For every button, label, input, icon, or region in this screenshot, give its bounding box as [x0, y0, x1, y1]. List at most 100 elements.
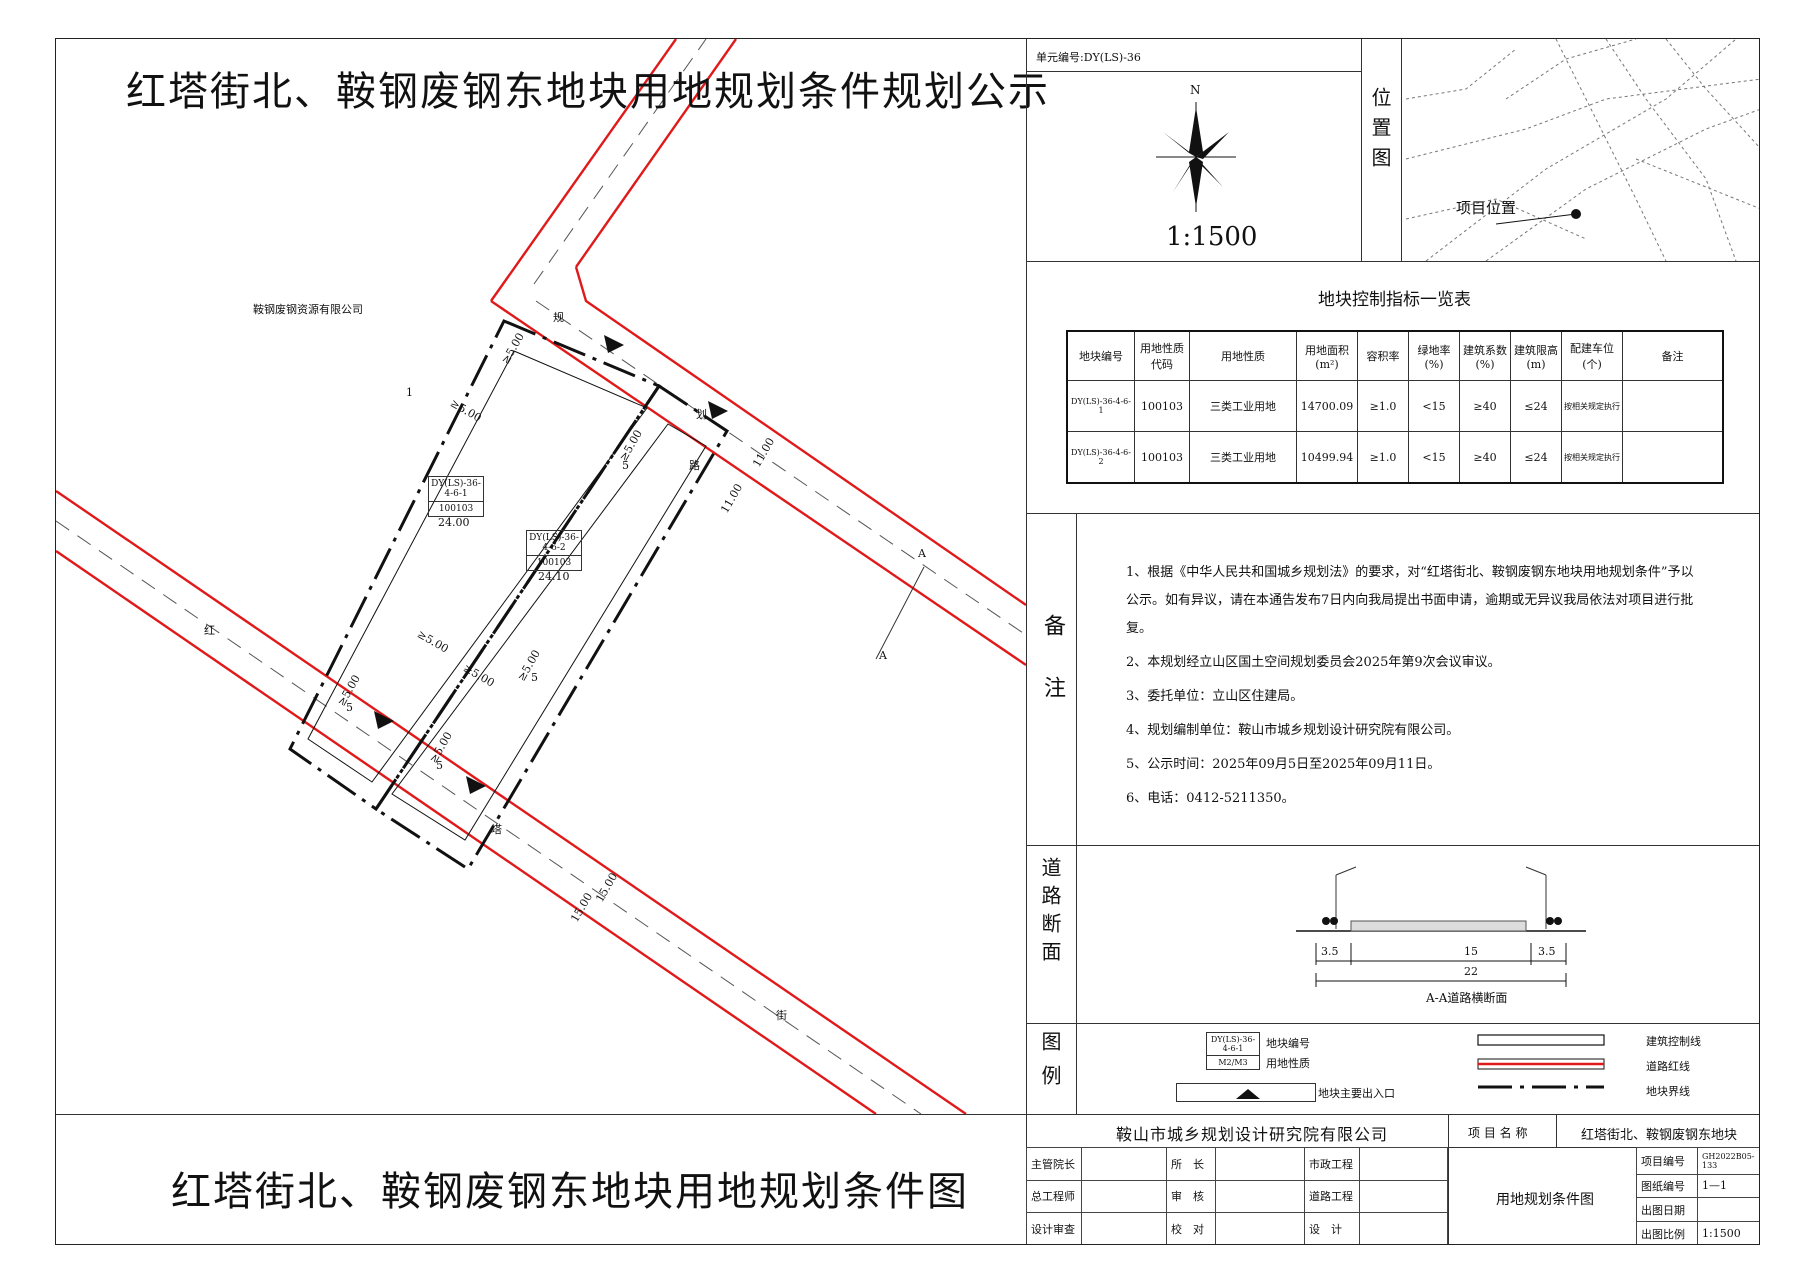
notes-label: 备注: [1040, 614, 1065, 738]
tb-project-label: 项 目 名 称: [1468, 1126, 1528, 1140]
tb-blank: [1359, 1212, 1448, 1244]
note-item: 4、规划编制单位：鞍山市城乡规划设计研究院有限公司。: [1126, 723, 1460, 738]
tb-role: 校 对: [1166, 1212, 1216, 1244]
plot-1-label: DY(LS)-36-4-6-1 100103: [428, 476, 484, 517]
plot-2-use: 100103: [536, 558, 572, 568]
unit-code: 单元编号:DY(LS)-36: [1036, 51, 1141, 64]
legend-plot-code: 地块编号: [1266, 1037, 1310, 1050]
section-a-a-line: [875, 566, 925, 660]
tb-info-key: 出图日期: [1636, 1197, 1698, 1223]
gui-road-red-line-east-north: [575, 39, 737, 268]
cell-use-code: 100103: [1134, 431, 1190, 484]
divider-table: [1026, 513, 1759, 514]
indicator-table: 地块编号 用地性质代码 用地性质 用地面积(m²) 容积率 绿地率(%) 建筑系…: [1066, 330, 1724, 484]
setback-s-7: 5: [346, 701, 353, 714]
section-width-side-1: 3.5: [1321, 945, 1339, 958]
entrance-arrow-2: [708, 401, 728, 419]
th-plot-code: 地块编号: [1066, 330, 1135, 381]
divider-section: [1026, 1023, 1759, 1024]
gui-road-char-2: 划: [696, 408, 707, 421]
section-caption: A-A道路横断面: [1426, 991, 1508, 1005]
road-section-label: 道路断面: [1038, 857, 1062, 969]
cell-coverage: ≥40: [1459, 431, 1511, 484]
section-width-side-2: 3.5: [1538, 945, 1556, 958]
tb-role: 道路工程: [1304, 1179, 1360, 1214]
legend-red-line: 道路红线: [1646, 1060, 1690, 1073]
legend-entrance: 地块主要出入口: [1318, 1087, 1395, 1100]
tb-role: 审 核: [1166, 1179, 1216, 1214]
entrance-arrow-3: [374, 711, 394, 729]
site-plan-map: [56, 39, 1026, 1114]
plot-2-build-line: [391, 423, 707, 841]
tb-blank: [1215, 1147, 1305, 1181]
cell-plot-code: DY(LS)-36-4-6-2: [1066, 431, 1135, 484]
note-item: 6、电话：0412-5211350。: [1126, 791, 1295, 806]
plot-2-label: DY(LS)-36-4-6-2 100103: [526, 530, 582, 571]
gui-road-red-line-south: [490, 300, 1026, 666]
cell-green: <15: [1408, 431, 1460, 484]
tb-project-name: 红塔街北、鞍钢废钢东地块: [1581, 1128, 1738, 1143]
tb-info-key: 图纸编号: [1636, 1173, 1698, 1199]
tb-info-val: [1697, 1197, 1759, 1223]
th-parking: 配建车位(个): [1561, 330, 1623, 381]
divider-location-2: [1401, 39, 1402, 261]
tb-info-key: 出图比例: [1636, 1221, 1698, 1244]
legend-sample-box: DY(LS)-36-4-6-1 M2/M3: [1206, 1032, 1260, 1070]
cell-parking: 按相关规定执行: [1561, 431, 1623, 484]
th-height: 建筑限高(m): [1510, 330, 1562, 381]
plot-1-build-line: [307, 350, 648, 783]
tb-org: 鞍山市城乡规划设计研究院有限公司: [1116, 1125, 1389, 1144]
legend-boundary: 地块界线: [1646, 1085, 1690, 1098]
location-map-label: 位置图: [1368, 87, 1392, 177]
drawing-title: 红塔街北、鞍钢废钢东地块用地规划条件图: [171, 1169, 969, 1215]
plot-2-height: 24.10: [538, 570, 570, 583]
tb-info-key: 项目编号: [1636, 1147, 1698, 1175]
location-marker-label: 项目位置: [1456, 199, 1517, 217]
divider-unit: [1026, 71, 1361, 72]
tb-role: 市政工程: [1304, 1147, 1360, 1181]
setback-s-6: 5: [531, 671, 538, 684]
tb-info-val: 1—1: [1697, 1173, 1759, 1199]
tb-divider-v2: [1556, 1114, 1557, 1147]
cell-coverage: ≥40: [1459, 380, 1511, 432]
cell-remark: [1622, 380, 1724, 432]
legend-line-samples: [1477, 1034, 1605, 1089]
tb-role: 所 长: [1166, 1147, 1216, 1181]
tb-info-val: GH2022B05-133: [1697, 1147, 1759, 1175]
gui-road-red-line-east: [574, 266, 1026, 606]
hongta-road-char-2: 塔: [491, 823, 502, 836]
table-header-row: 地块编号 用地性质代码 用地性质 用地面积(m²) 容积率 绿地率(%) 建筑系…: [1066, 330, 1724, 381]
dim-1-label: 1: [406, 386, 413, 399]
tb-blank: [1081, 1147, 1167, 1181]
legend-sample-use: M2/M3: [1218, 1058, 1248, 1067]
tb-drawing-name: 用地规划条件图: [1496, 1192, 1594, 1208]
section-width-total: 22: [1464, 965, 1478, 978]
cell-area: 10499.94: [1296, 431, 1358, 484]
cell-green: <15: [1408, 380, 1460, 432]
indicator-table-title: 地块控制指标一览表: [1318, 290, 1471, 310]
hongta-road-red-line-north: [56, 490, 967, 1114]
th-use-code: 用地性质代码: [1134, 330, 1190, 381]
note-item: 3、委托单位：立山区住建局。: [1126, 689, 1304, 704]
entrance-arrow-4: [466, 776, 486, 794]
cell-use-type: 三类工业用地: [1189, 431, 1297, 484]
cell-parking: 按相关规定执行: [1561, 380, 1623, 432]
cell-use-code: 100103: [1134, 380, 1190, 432]
th-use-type: 用地性质: [1189, 330, 1297, 381]
gui-road-red-line-west: [490, 39, 677, 302]
table-row: DY(LS)-36-4-6-2 100103 三类工业用地 10499.94 ≥…: [1066, 431, 1724, 484]
tb-row: 设计审查 校 对 设 计: [1026, 1212, 1448, 1244]
cell-far: ≥1.0: [1357, 380, 1409, 432]
plot-1-use: 100103: [438, 504, 474, 514]
cell-height: ≤24: [1510, 380, 1562, 432]
cell-height: ≤24: [1510, 431, 1562, 484]
plot-1-boundary: [288, 319, 662, 812]
company-label: 鞍钢废钢资源有限公司: [253, 303, 363, 316]
plot-2-code: DY(LS)-36-4-6-2: [527, 531, 581, 556]
north-arrow-icon: [1156, 102, 1236, 212]
note-item: 1、根据《中华人民共和国城乡规划法》的要求，对“红塔街北、鞍钢废钢东地块用地规划…: [1126, 565, 1694, 636]
